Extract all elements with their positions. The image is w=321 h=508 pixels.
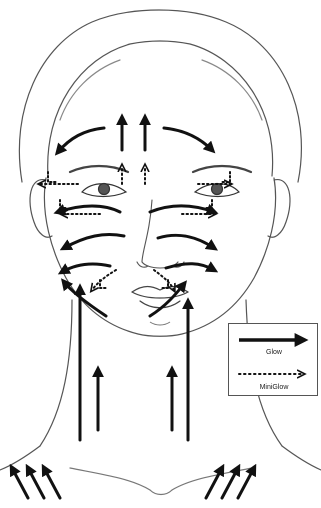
face-outline <box>0 10 321 495</box>
hairline <box>48 41 273 176</box>
cheek-arrow-right <box>150 206 214 212</box>
neck-left <box>40 300 72 446</box>
shoulder-arrow-l2 <box>28 468 44 498</box>
jaw-arrow-left <box>62 264 110 272</box>
cheek-arrow-left <box>58 206 120 212</box>
eyebrows <box>70 166 251 172</box>
eyes <box>82 184 239 197</box>
mini-corner-marks <box>48 172 230 288</box>
legend-glow-label: Glow <box>229 349 319 356</box>
left-ear <box>30 180 52 238</box>
legend-miniglow-label: MiniGlow <box>229 384 319 391</box>
shoulder-arrow-l1 <box>12 468 28 498</box>
miniglow-arrows <box>40 166 230 290</box>
right-ear <box>268 180 290 238</box>
shoulder-arrow-l3 <box>44 468 60 498</box>
cheek-arrow-right-2 <box>158 235 214 248</box>
left-shoulder <box>0 446 40 470</box>
legend-box: Glow MiniGlow <box>228 323 318 396</box>
right-shoulder <box>282 446 321 470</box>
jaw-arrow-right <box>166 264 214 270</box>
cheek-arrow-left-2 <box>64 235 124 249</box>
shoulder-arrow-r1 <box>206 468 222 498</box>
left-eyebrow <box>70 166 128 172</box>
forehead-arc-right <box>164 128 212 150</box>
shoulder-arrow-r3 <box>238 468 254 498</box>
hair-outline <box>19 10 301 182</box>
right-eyebrow <box>193 166 251 172</box>
forehead-arc-left <box>58 128 104 152</box>
